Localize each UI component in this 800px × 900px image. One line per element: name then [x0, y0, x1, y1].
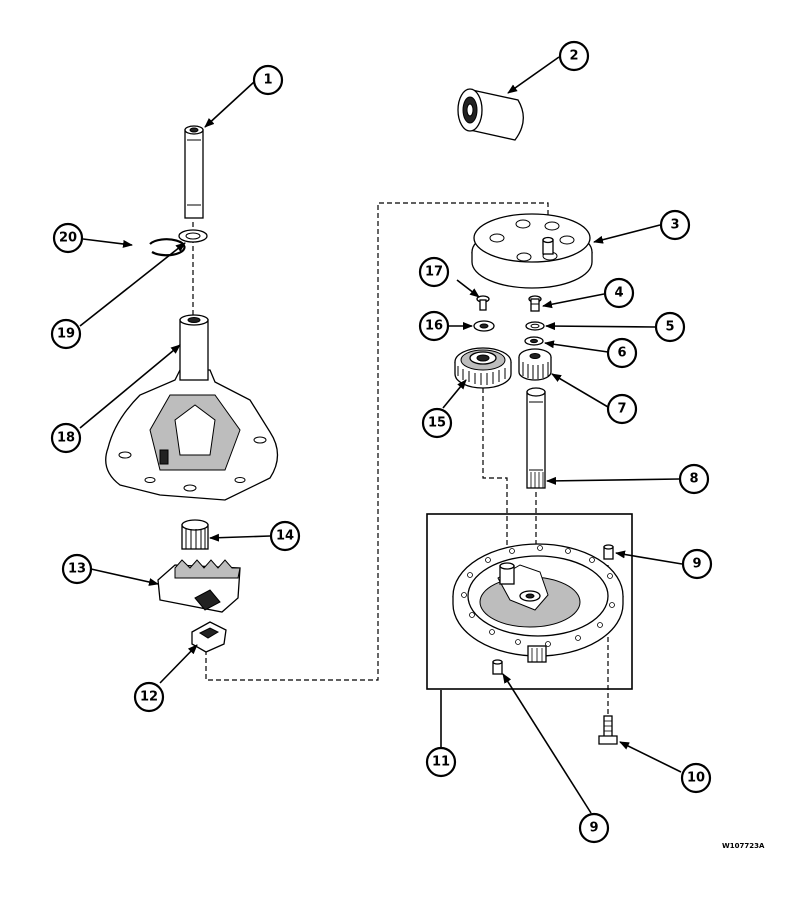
- stud-part-4: [528, 295, 542, 312]
- callout-label: 19: [57, 327, 75, 342]
- callout-4: 4: [603, 277, 635, 309]
- callout-label: 18: [57, 431, 75, 446]
- plug-part-9-upper: [603, 544, 614, 560]
- callouts: 1 2 3 4 5 6 7 8 9 9 10 11 12 13 14 15 16…: [50, 40, 713, 844]
- callout-label: 11: [432, 755, 450, 770]
- callout-label: 7: [617, 402, 626, 417]
- callout-label: 12: [140, 690, 158, 705]
- block-part-12: [191, 621, 227, 653]
- callout-7: 7: [606, 393, 638, 425]
- callout-8: 8: [678, 463, 710, 495]
- callout-12: 12: [133, 681, 165, 713]
- callout-17: 17: [418, 256, 450, 288]
- callout-9-lower: 9: [578, 812, 610, 844]
- callout-1: 1: [252, 64, 284, 96]
- gear-part-7: [518, 348, 552, 381]
- washer-part-5: [525, 321, 545, 331]
- callout-label: 9: [589, 821, 598, 836]
- shaft-part-8: [526, 387, 546, 489]
- washer-part-16: [473, 320, 495, 332]
- reference-code: W10772​3A: [722, 842, 765, 850]
- pinion-part-14: [181, 519, 209, 550]
- callout-11: 11: [425, 746, 457, 778]
- callout-label: 15: [428, 416, 446, 431]
- callout-15: 15: [421, 407, 453, 439]
- callout-18: 18: [50, 422, 82, 454]
- screw-part-17: [476, 295, 490, 311]
- gear-case-part-18: [105, 314, 279, 501]
- callout-3: 3: [659, 209, 691, 241]
- callout-label: 4: [614, 286, 623, 301]
- callout-6: 6: [606, 337, 638, 369]
- bolt-part-10: [598, 715, 618, 745]
- callout-label: 3: [670, 218, 679, 233]
- shaft-part-1: [184, 125, 204, 219]
- gearbox-assembly-part-11: [426, 513, 633, 690]
- callout-label: 8: [689, 472, 698, 487]
- callout-label: 6: [617, 346, 626, 361]
- callout-label: 13: [68, 562, 86, 577]
- callout-19: 19: [50, 318, 82, 350]
- washer-part-19: [178, 229, 208, 243]
- washer-part-6: [524, 336, 544, 346]
- gear-part-15: [454, 347, 512, 389]
- leader-lines: [79, 56, 683, 814]
- pulley-part-3: [471, 213, 593, 289]
- rack-part-13: [157, 559, 241, 613]
- callout-label: 17: [425, 265, 443, 280]
- callout-2: 2: [558, 40, 590, 72]
- callout-20: 20: [52, 222, 84, 254]
- callout-label: 9: [692, 557, 701, 572]
- callout-5: 5: [654, 311, 686, 343]
- callout-label: 10: [687, 771, 705, 786]
- callout-label: 14: [276, 529, 294, 544]
- callout-14: 14: [269, 520, 301, 552]
- callout-10: 10: [680, 762, 712, 794]
- callout-13: 13: [61, 553, 93, 585]
- callout-9-upper: 9: [681, 548, 713, 580]
- callout-16: 16: [418, 310, 450, 342]
- callout-label: 20: [59, 231, 77, 246]
- callout-label: 2: [569, 49, 578, 64]
- callout-label: 1: [263, 73, 272, 88]
- callout-label: 16: [425, 319, 443, 334]
- callout-label: 5: [665, 320, 674, 335]
- bushing-part-2: [457, 88, 524, 141]
- plug-part-9-lower: [492, 659, 503, 675]
